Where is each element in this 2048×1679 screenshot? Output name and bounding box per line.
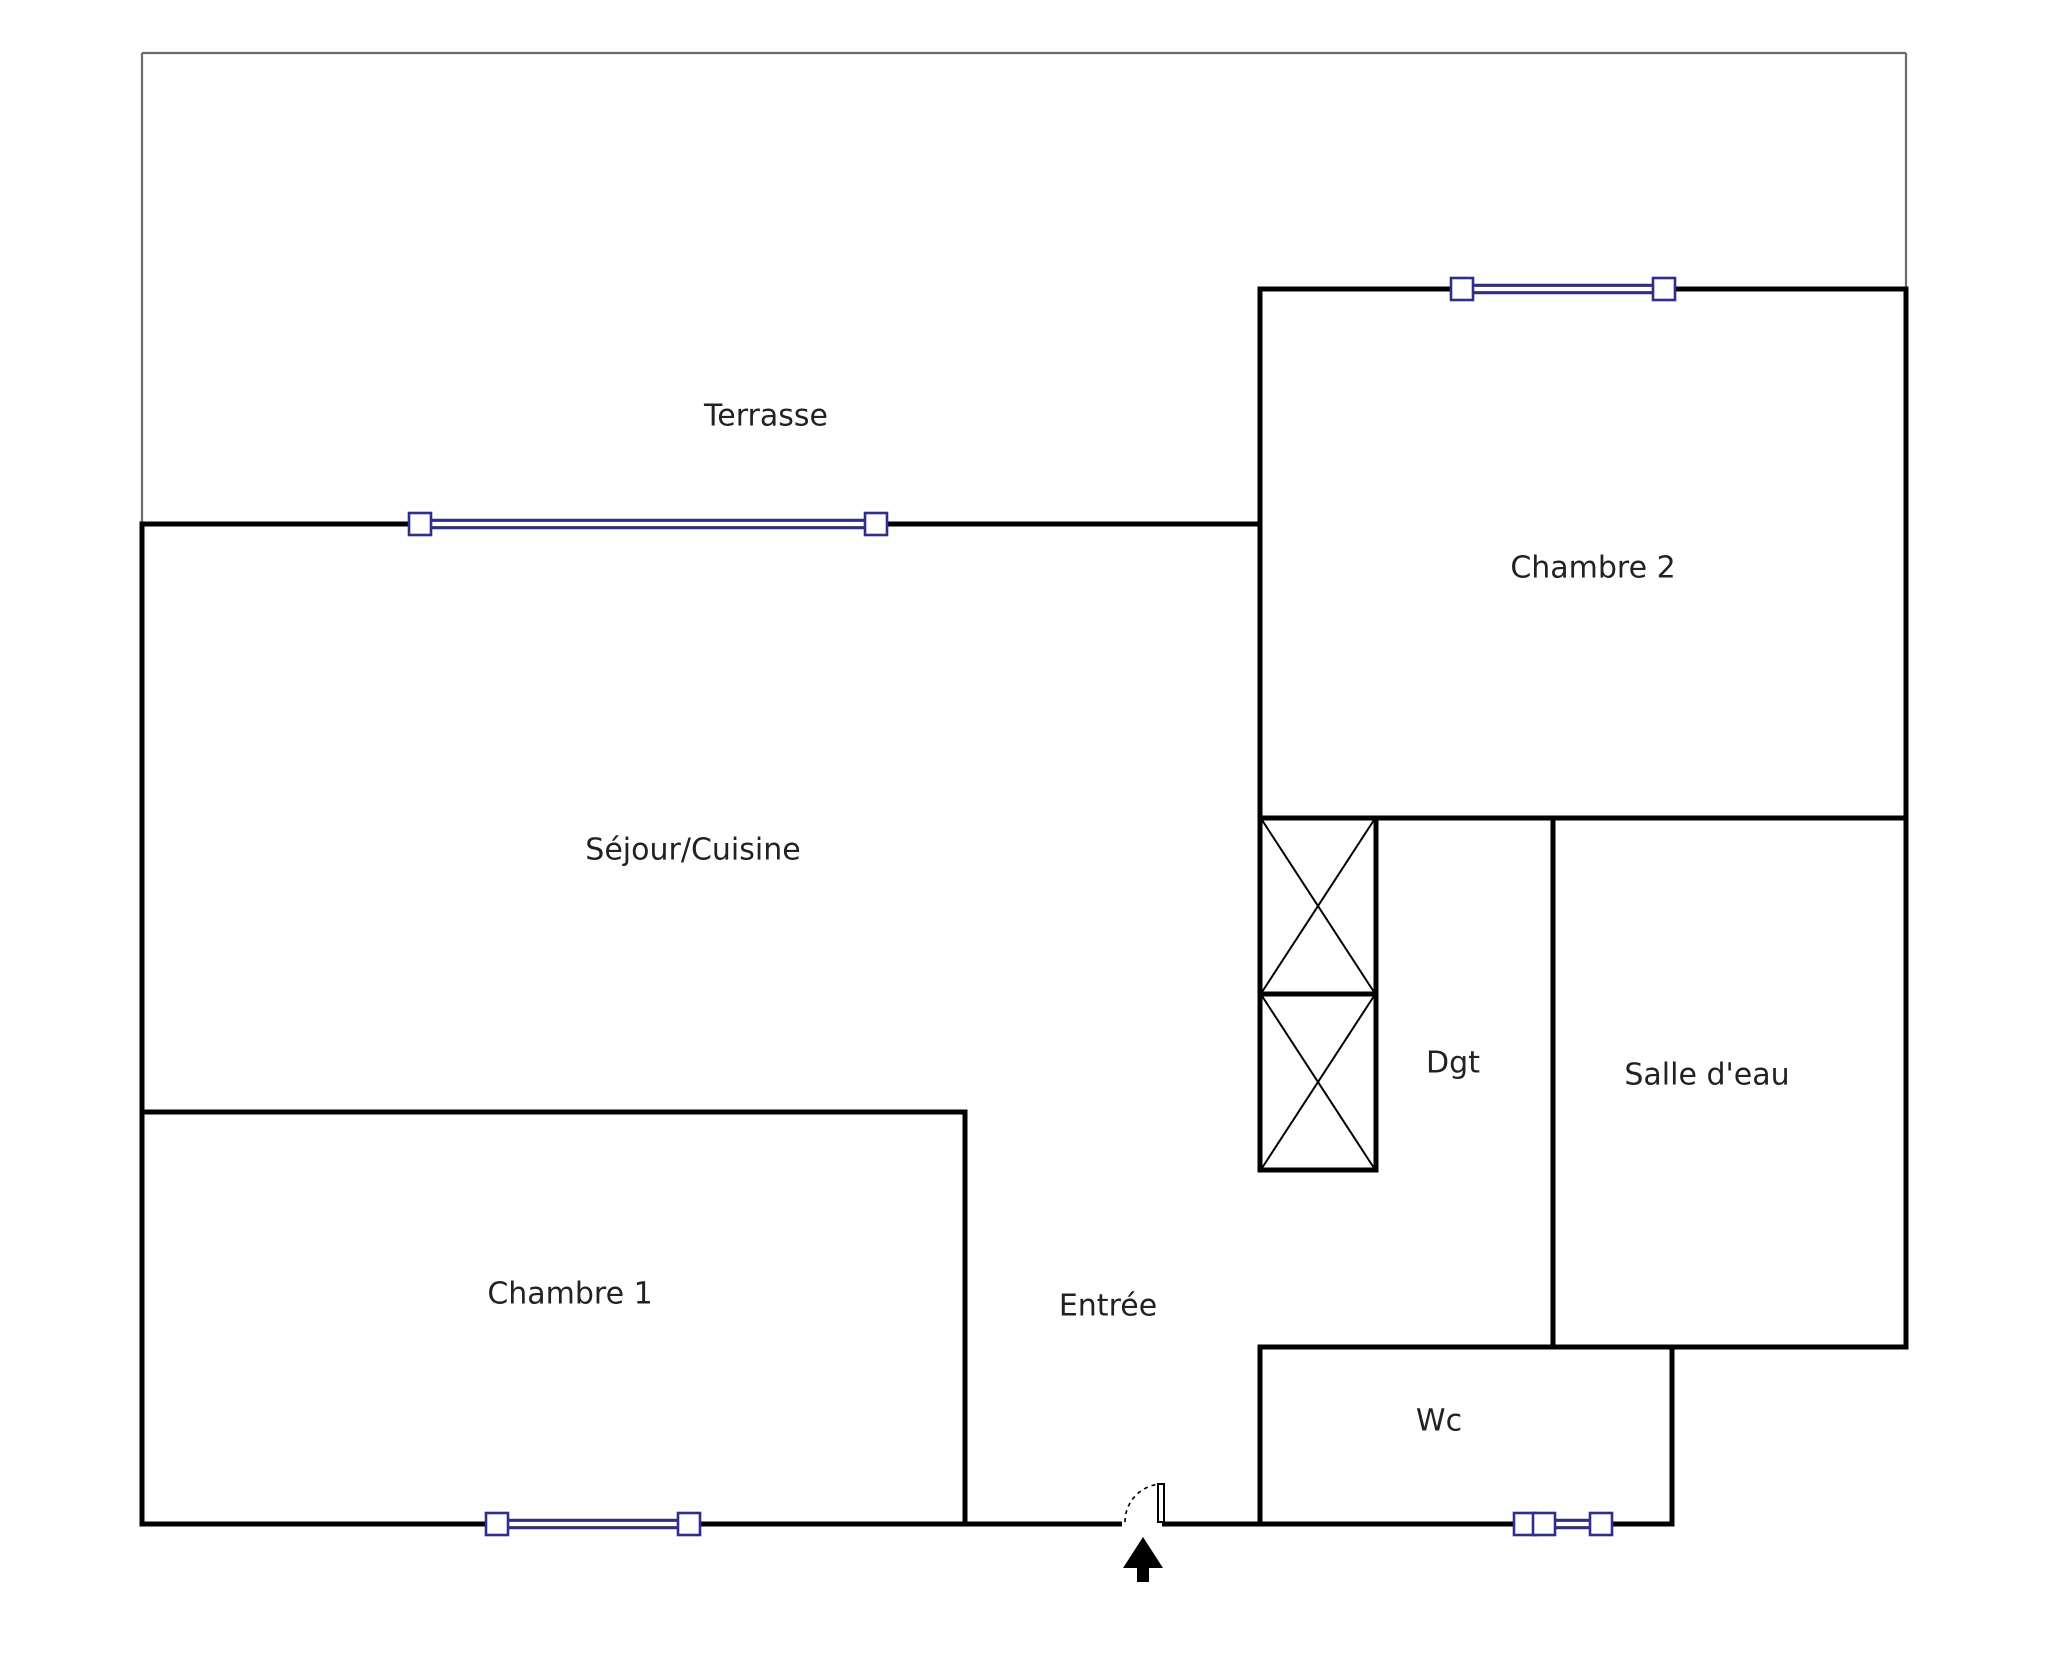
room-label-sejour-cuisine: Séjour/Cuisine — [585, 832, 801, 868]
window-chambre-1 — [484, 1511, 702, 1537]
closet-upper — [1261, 819, 1375, 993]
door-swing-icon — [1122, 1483, 1165, 1528]
room-label-chambre-1: Chambre 1 — [487, 1276, 653, 1312]
terrace-outline — [140, 51, 1908, 524]
room-label-terrasse: Terrasse — [704, 398, 828, 434]
room-label-entree: Entrée — [1058, 1288, 1158, 1324]
window-sejour — [407, 511, 889, 537]
room-label-wc: Wc — [1415, 1403, 1463, 1439]
window-wc — [1512, 1511, 1614, 1537]
room-label-dgt: Dgt — [1426, 1045, 1480, 1081]
walls — [139, 286, 1909, 1527]
window-chambre-2 — [1449, 276, 1677, 302]
room-label-chambre-2: Chambre 2 — [1510, 550, 1676, 586]
up-arrow-icon — [1123, 1537, 1163, 1582]
room-label-salle-d-eau: Salle d'eau — [1624, 1057, 1790, 1093]
closet-lower — [1261, 995, 1375, 1169]
